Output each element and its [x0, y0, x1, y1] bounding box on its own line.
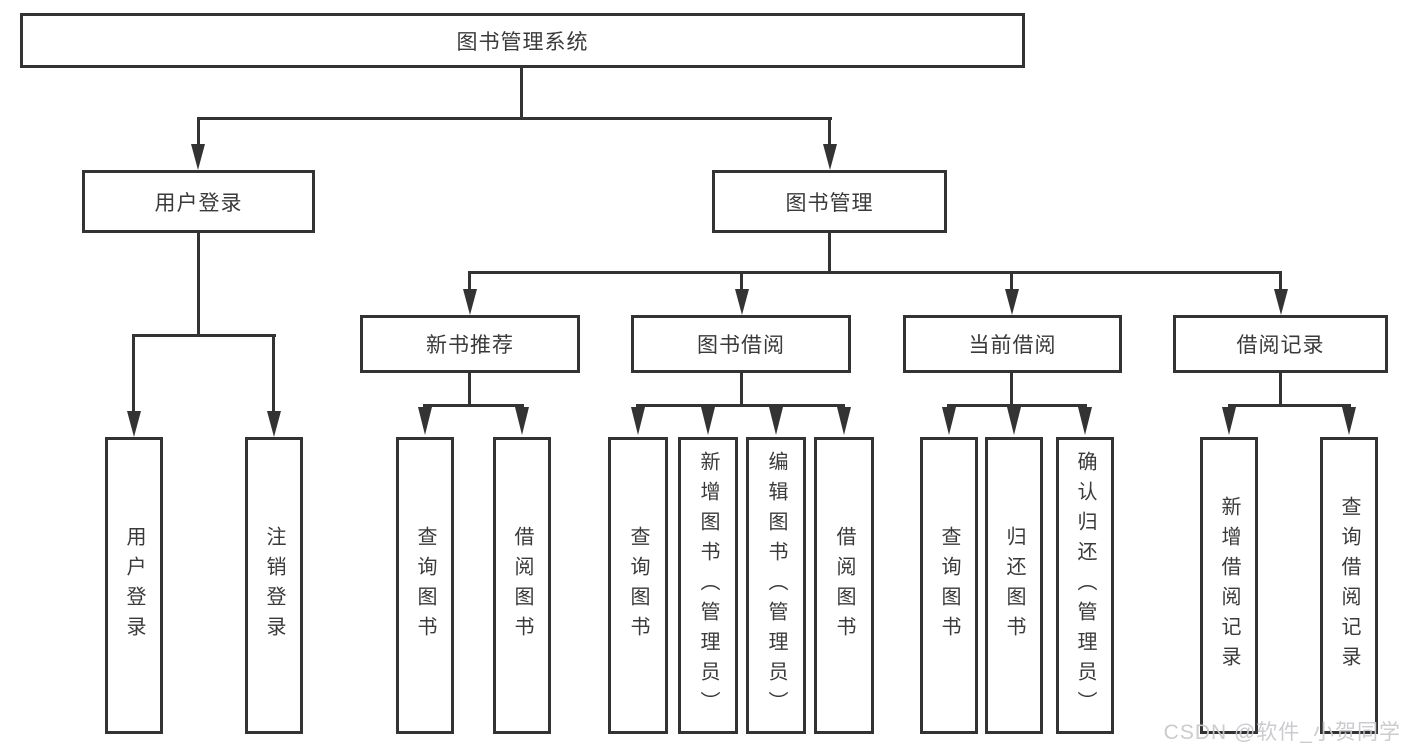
arrowhead-leaf-icon	[701, 407, 715, 435]
csdn-watermark: CSDN @软件_小贺同学	[1163, 721, 1401, 744]
connector-book-mgmt-stem	[828, 233, 831, 273]
leaf-edit-books-admin: 编辑图书（管理员）	[746, 437, 806, 734]
connector-drop-borrow-records	[1279, 273, 1282, 293]
node-book-management-label: 图书管理	[785, 191, 874, 215]
leaf-logout-label: 注销登录	[263, 525, 285, 646]
leaf-add-borrow-record: 新增借阅记录	[1200, 437, 1258, 734]
leaf-return-books-label: 归还图书	[1003, 525, 1025, 646]
connector-current-borrow-branch	[947, 404, 1087, 407]
arrowhead-book-borrow-icon	[735, 289, 749, 315]
node-book-borrowing-label: 图书借阅	[697, 334, 785, 357]
connector-new-books-branch	[423, 404, 524, 407]
leaf-user-login: 用户登录	[105, 437, 163, 734]
node-new-book-recommend: 新书推荐	[360, 315, 580, 373]
arrowhead-leaf-login-icon	[127, 411, 141, 437]
node-book-borrowing: 图书借阅	[631, 315, 851, 373]
leaf-add-books-admin: 新增图书（管理员）	[678, 437, 738, 734]
arrowhead-leaf-icon	[418, 407, 432, 435]
node-root: 图书管理系统	[20, 13, 1025, 68]
connector-drop-new-books	[468, 273, 471, 293]
leaf-user-login-label: 用户登录	[123, 525, 145, 646]
leaf-add-borrow-record-label: 新增借阅记录	[1218, 495, 1240, 676]
connector-drop-current-borrow	[1010, 273, 1013, 293]
arrowhead-borrow-records-icon	[1274, 289, 1288, 315]
connector-root-branch	[197, 117, 832, 120]
arrowhead-leaf-icon	[631, 407, 645, 435]
leaf-logout: 注销登录	[245, 437, 303, 734]
arrowhead-leaf-icon	[1078, 407, 1092, 435]
leaf-query-books-current-label: 查询图书	[938, 525, 960, 646]
connector-borrow-records-branch	[1228, 404, 1351, 407]
arrowhead-leaf-icon	[837, 407, 851, 435]
connector-drop-book-borrow	[740, 273, 743, 293]
node-user-login: 用户登录	[82, 170, 315, 233]
connector-user-login-branch	[132, 334, 276, 337]
arrowhead-leaf-logout-icon	[267, 411, 281, 437]
node-current-borrowing: 当前借阅	[903, 315, 1122, 373]
connector-drop-book-mgmt	[828, 118, 831, 148]
leaf-borrow-books-recommend-label: 借阅图书	[511, 525, 533, 646]
arrowhead-current-borrow-icon	[1005, 289, 1019, 315]
connector-book-borrow-stem	[740, 373, 743, 406]
arrowhead-new-books-icon	[463, 289, 477, 315]
arrowhead-leaf-icon	[1007, 407, 1021, 435]
node-current-borrowing-label: 当前借阅	[968, 334, 1057, 357]
node-borrowing-records: 借阅记录	[1173, 315, 1388, 373]
connector-user-login-stem	[197, 233, 200, 335]
node-book-management: 图书管理	[712, 170, 947, 233]
arrowhead-leaf-icon	[1222, 407, 1236, 435]
leaf-query-books-recommend: 查询图书	[396, 437, 454, 734]
connector-root-stem	[520, 68, 523, 119]
leaf-return-books: 归还图书	[985, 437, 1043, 734]
connector-new-books-stem	[468, 373, 471, 406]
connector-drop-leaf-login	[132, 335, 135, 415]
arrowhead-leaf-icon	[1342, 407, 1356, 435]
leaf-query-borrow-record-label: 查询借阅记录	[1338, 495, 1360, 676]
connector-drop-user-login	[197, 118, 200, 148]
connector-borrow-records-stem	[1279, 373, 1282, 406]
leaf-query-books-borrowing-label: 查询图书	[627, 525, 649, 646]
connector-current-borrow-stem	[1010, 373, 1013, 406]
node-root-label: 图书管理系统	[456, 30, 589, 54]
arrowhead-leaf-icon	[515, 407, 529, 435]
leaf-edit-books-admin-label: 编辑图书（管理员）	[765, 450, 787, 721]
arrowhead-book-mgmt-icon	[823, 144, 837, 170]
arrowhead-leaf-icon	[942, 407, 956, 435]
leaf-borrow-books-recommend: 借阅图书	[493, 437, 551, 734]
connector-drop-leaf-logout	[272, 335, 275, 415]
leaf-query-borrow-record: 查询借阅记录	[1320, 437, 1378, 734]
node-borrowing-records-label: 借阅记录	[1236, 334, 1325, 357]
leaf-query-books-current: 查询图书	[920, 437, 978, 734]
connector-book-mgmt-branch	[468, 271, 1282, 274]
leaf-borrow-books-borrowing: 借阅图书	[814, 437, 874, 734]
leaf-query-books-recommend-label: 查询图书	[414, 525, 436, 646]
leaf-add-books-admin-label: 新增图书（管理员）	[697, 450, 719, 721]
arrowhead-leaf-icon	[769, 407, 783, 435]
leaf-query-books-borrowing: 查询图书	[608, 437, 668, 734]
leaf-confirm-return-admin: 确认归还（管理员）	[1056, 437, 1114, 734]
arrowhead-user-login-icon	[191, 144, 205, 170]
leaf-borrow-books-borrowing-label: 借阅图书	[833, 525, 855, 646]
connector-book-borrow-branch	[636, 404, 845, 407]
node-user-login-label: 用户登录	[154, 191, 243, 215]
leaf-confirm-return-admin-label: 确认归还（管理员）	[1074, 450, 1096, 721]
node-new-book-recommend-label: 新书推荐	[426, 334, 514, 357]
